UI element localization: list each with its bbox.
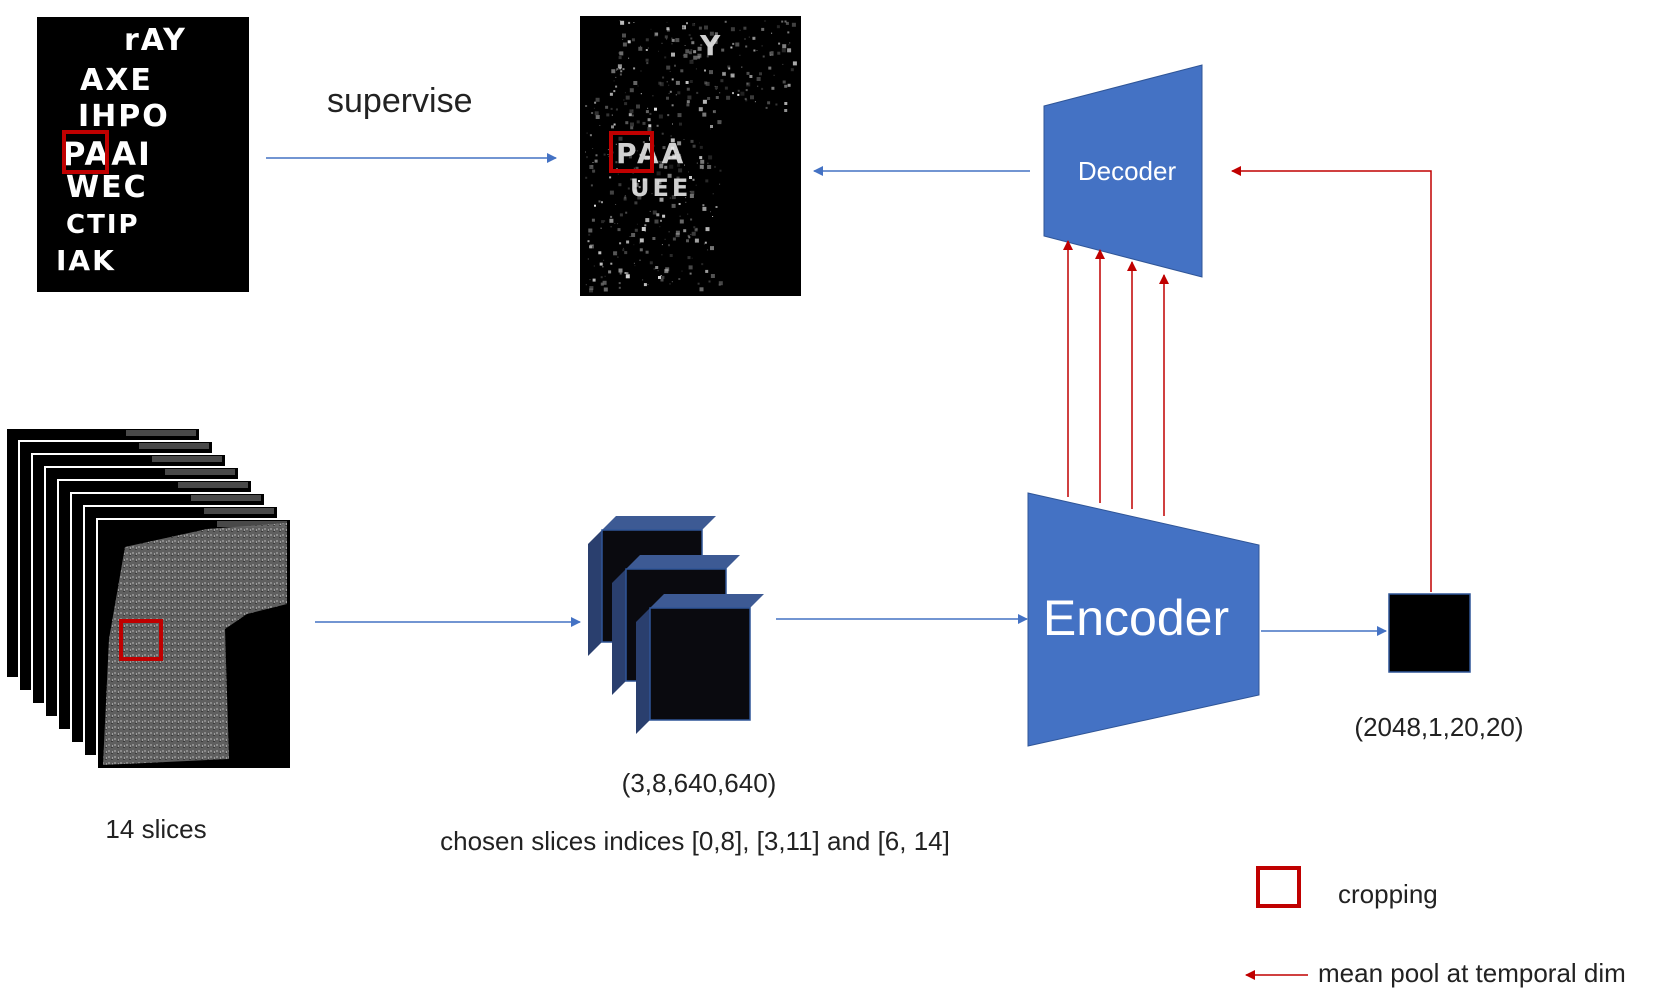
chosen-slices-label: chosen slices indices [0,8], [3,11] and … [440, 826, 950, 856]
prediction-glyph-row: Y [699, 29, 723, 62]
prediction-glyphs: Y PAA UEE [616, 29, 723, 202]
ink-glyph-row: rAY [124, 23, 187, 58]
legend-cropping-label: cropping [1338, 879, 1438, 909]
slices-count-label: 14 slices [105, 814, 206, 844]
feature-map [1388, 593, 1471, 673]
input-volumes [588, 516, 764, 734]
bottleneck-to-decoder-arrow [1231, 166, 1432, 592]
crop-box-slices [119, 619, 163, 661]
ink-glyph-row: IAK [56, 244, 116, 277]
ink-glyph-row: WEC [66, 170, 148, 205]
prediction-glyph-row: PAA [616, 137, 686, 170]
encoder-block: Encoder [1027, 492, 1260, 747]
encoder-label: Encoder [1043, 590, 1229, 646]
skip-connection-arrows [1063, 240, 1169, 516]
legend: cropping mean pool at temporal dim [1245, 866, 1626, 988]
slice-stack [5, 427, 292, 770]
decoder-block: Decoder [1043, 64, 1203, 278]
input-shape-label: (3,8,640,640) [622, 768, 777, 798]
prediction-noise [585, 20, 797, 293]
feature-shape-label: (2048,1,20,20) [1354, 712, 1523, 742]
legend-mean-pool-label: mean pool at temporal dim [1318, 958, 1626, 988]
ink-glyph-row: IHPO [78, 99, 170, 134]
prediction-glyph-row: UEE [630, 174, 691, 202]
input-cube [636, 594, 764, 734]
scroll-fragment [103, 523, 287, 765]
decoder-label: Decoder [1078, 156, 1177, 186]
legend-crop-icon [1256, 866, 1301, 908]
crop-box-label [62, 130, 109, 174]
ink-glyph-row: AXE [80, 63, 153, 98]
supervise-label: supervise [327, 82, 473, 120]
prediction-image: Y PAA UEE [580, 16, 801, 296]
crop-box-prediction [609, 131, 654, 173]
ink-glyph-row: CTIP [66, 210, 140, 240]
